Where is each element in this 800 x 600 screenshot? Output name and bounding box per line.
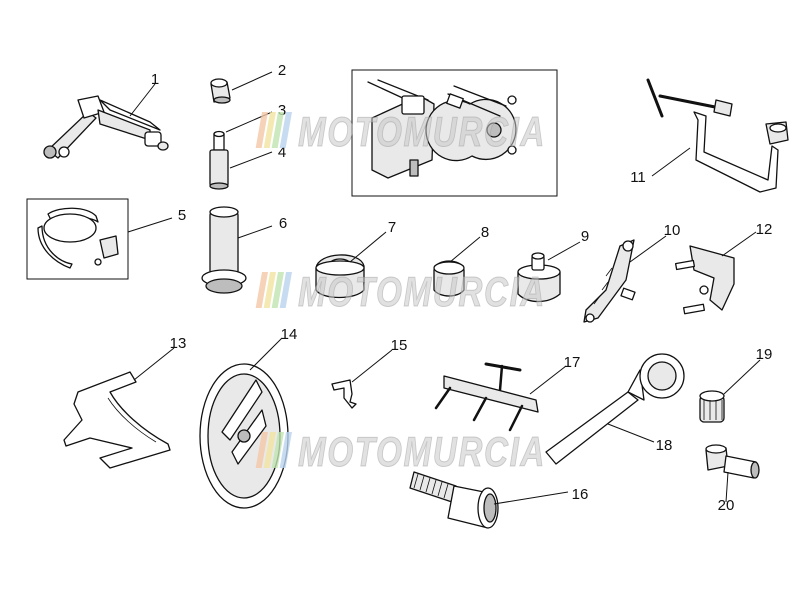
part-13-support-plate[interactable] (63, 371, 171, 469)
part-11-valve-compressor[interactable] (646, 78, 789, 193)
part-number-20: 20 (718, 497, 735, 514)
part-9-adapter[interactable] (517, 252, 561, 303)
watermark-text: MOTOMURCIA (298, 428, 546, 475)
part-number-10: 10 (664, 222, 681, 239)
part-number-17: 17 (564, 354, 581, 371)
part-number-3: 3 (278, 102, 286, 119)
part-number-12: 12 (756, 221, 773, 238)
part-number-9: 9 (581, 228, 589, 245)
part-6-drift[interactable] (201, 206, 247, 294)
watermark-text: MOTOMURCIA (298, 108, 546, 155)
watermark-bottom: MOTOMURCIA (255, 428, 546, 476)
watermark-text: MOTOMURCIA (298, 268, 546, 315)
part-1-crank-tool[interactable] (43, 95, 169, 159)
part-16-knurled-tool[interactable] (409, 471, 499, 529)
part-number-2: 2 (278, 62, 286, 79)
part-2-cap[interactable] (210, 78, 231, 104)
part-10-flywheel-lock[interactable] (583, 239, 636, 323)
part-3-4-pin[interactable] (209, 130, 229, 190)
part-number-labels: 1 2 3 4 5 6 7 8 9 10 11 12 13 14 15 16 1… (151, 62, 773, 514)
part-number-18: 18 (656, 437, 673, 454)
part-number-1: 1 (151, 71, 159, 88)
part-number-8: 8 (481, 224, 489, 241)
part-number-13: 13 (170, 335, 187, 352)
part-number-14: 14 (281, 326, 298, 343)
part-number-4: 4 (278, 144, 286, 161)
part-number-19: 19 (756, 346, 773, 363)
part-number-5: 5 (178, 207, 186, 224)
part-18-pin-wrench[interactable] (545, 353, 685, 465)
part-15-bracket[interactable] (331, 379, 357, 409)
part-14-degree-wheel[interactable] (199, 363, 289, 509)
puller-set-frame (351, 69, 558, 197)
watermark-top: MOTOMURCIA (255, 108, 546, 156)
part-number-6: 6 (279, 215, 287, 232)
part-5-hose-clamp[interactable] (26, 198, 129, 280)
part-8-adapter[interactable] (433, 260, 465, 297)
part-number-11: 11 (630, 169, 646, 186)
watermark-middle: MOTOMURCIA (255, 268, 546, 316)
part-17-pin-puller[interactable] (434, 362, 539, 432)
part-7-adapter[interactable] (315, 254, 365, 299)
part-number-16: 16 (572, 486, 589, 503)
part-number-7: 7 (388, 219, 396, 236)
part-number-15: 15 (391, 337, 408, 354)
part-19-gear[interactable] (699, 390, 725, 423)
part-20-socket[interactable] (705, 444, 760, 479)
part-12-holder[interactable] (674, 245, 735, 315)
